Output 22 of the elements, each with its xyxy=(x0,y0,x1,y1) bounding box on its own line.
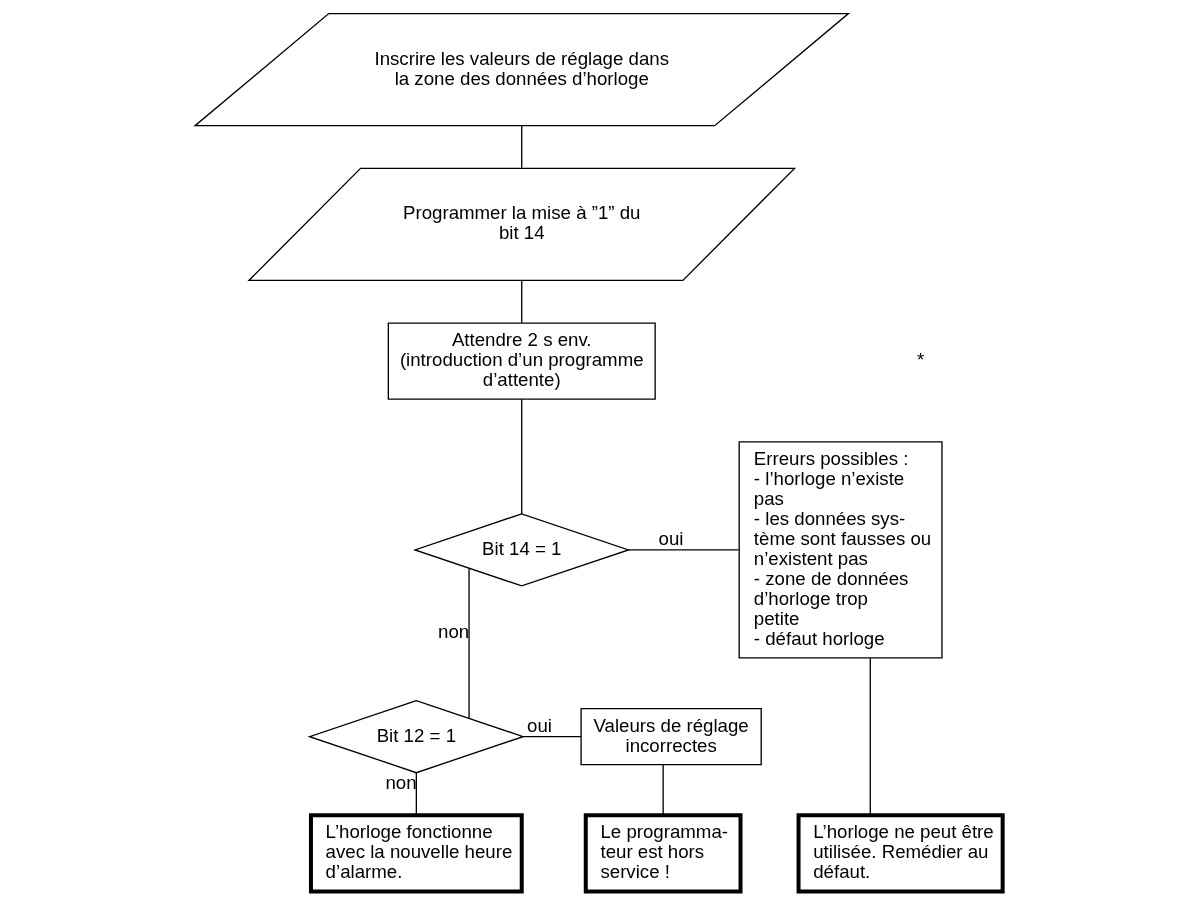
connector xyxy=(522,736,582,738)
node-box: Attendre 2 s env. (introduction d’un programme d’attente) xyxy=(387,322,656,400)
label: * xyxy=(916,349,925,371)
connector xyxy=(521,125,523,169)
connector xyxy=(521,280,523,324)
node-diamond: Bit 14 = 1 xyxy=(412,513,631,587)
connector xyxy=(662,764,664,816)
edge-label: oui xyxy=(527,714,552,736)
connector xyxy=(468,567,470,719)
edge-label: oui xyxy=(658,527,684,549)
node-box: L’horloge ne peut être utilisée. Remédier au défaut. xyxy=(796,813,1005,894)
node-box: Erreurs possibles : - l’horloge n’existe pas - les données sys- tème sont fausses ou n’existent pas - zone de données d’horloge trop petite - défaut horloge xyxy=(738,441,943,659)
connector xyxy=(521,398,523,515)
connector xyxy=(415,772,417,816)
node-box: L’horloge fonctionne avec la nouvelle heure d’alarme. xyxy=(308,813,524,894)
connector xyxy=(869,657,871,816)
edge-label: non xyxy=(385,771,417,793)
node-box: Valeurs de réglage incorrectes xyxy=(580,707,762,766)
edge-label: non xyxy=(438,621,470,643)
connector xyxy=(628,549,740,551)
node-box: Le programma- teur est hors service ! xyxy=(583,813,743,894)
node-diamond: Bit 12 = 1 xyxy=(307,699,526,774)
